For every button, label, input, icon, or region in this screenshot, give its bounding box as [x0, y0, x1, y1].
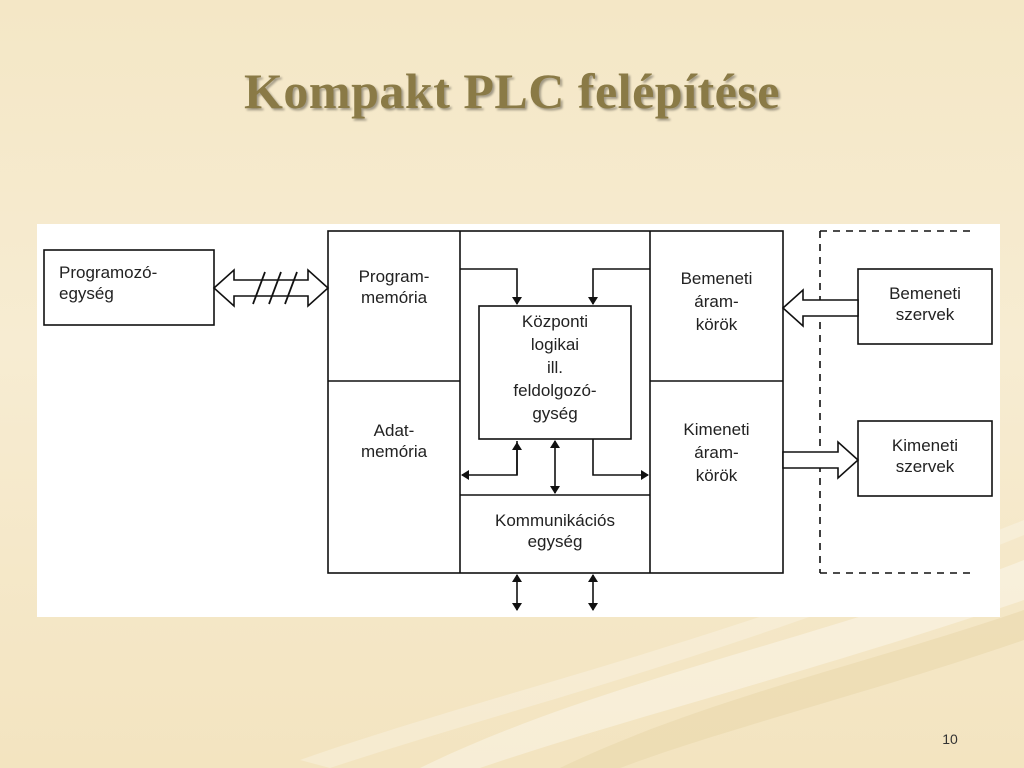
box-plc-outer: [327, 230, 784, 574]
box-kozponti: [478, 305, 632, 440]
programozo-link-arrow: [212, 268, 330, 308]
plc-block-diagram: Programozó-egység Program-memória Adat-m…: [37, 224, 1000, 617]
arrow-program-to-cpu: [460, 268, 522, 305]
box-kimeneti-szervek: [857, 420, 993, 497]
page-number: 10: [942, 731, 958, 747]
bemeneti-hollow-arrow: [781, 288, 859, 328]
slide-title: Kompakt PLC felépítése: [244, 63, 780, 119]
kimeneti-hollow-arrow: [782, 440, 860, 480]
label-programozo: Programozó-egység: [59, 263, 158, 303]
label-program-memoria: Program-memória: [358, 267, 430, 307]
arrow-input-to-cpu: [588, 268, 650, 305]
arrow-cpu-to-output: [592, 439, 649, 480]
label-adat-memoria: Adat-memória: [360, 421, 428, 461]
diagram-lines: [43, 230, 993, 611]
arrow-cpu-to-data: [461, 441, 518, 480]
